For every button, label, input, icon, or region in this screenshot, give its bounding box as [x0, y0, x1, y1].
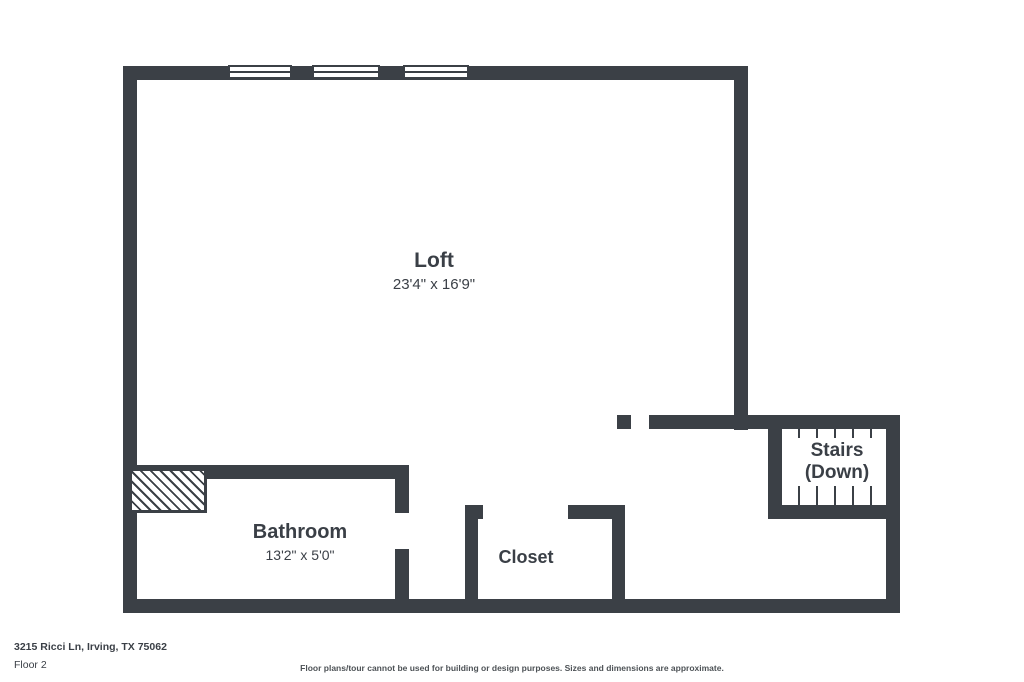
wall-stairs-top — [649, 415, 900, 429]
room-name-closet: Closet — [498, 547, 554, 567]
wall-loft-right — [734, 66, 748, 430]
room-name-bathroom: Bathroom — [252, 521, 348, 543]
window-icon — [312, 65, 380, 79]
address-text: 3215 Ricci Ln, Irving, TX 75062 — [14, 641, 167, 653]
wall-stairs-top-stub — [617, 415, 631, 429]
stairs-label: Stairs (Down) — [795, 438, 879, 486]
window-pane — [314, 71, 378, 73]
window-pane — [230, 71, 290, 73]
wall-bathroom-right-lower — [395, 549, 409, 613]
disclaimer-text: Floor plans/tour cannot be used for buil… — [300, 663, 724, 673]
floor-number-text: Floor 2 — [14, 659, 47, 671]
room-dims-bathroom: 13'2" x 5'0" — [265, 547, 335, 563]
room-name-stairs: Stairs (Down) — [804, 440, 870, 483]
wall-closet-top-right — [568, 505, 625, 519]
wall-closet-top-left — [465, 505, 483, 519]
wall-left — [123, 66, 137, 613]
wall-closet-right — [612, 505, 625, 613]
room-dims-loft: 23'4" x 16'9" — [392, 276, 476, 294]
window-icon — [228, 65, 292, 79]
window-icon — [403, 65, 469, 79]
hatched-area-icon — [129, 468, 207, 513]
bathroom-label: Bathroom 13'2" x 5'0" — [200, 521, 400, 563]
wall-bathroom-right-upper — [395, 465, 409, 513]
room-name-loft: Loft — [414, 249, 454, 272]
wall-bottom — [123, 599, 900, 613]
closet-label: Closet — [451, 547, 601, 568]
wall-stairs-bottom — [768, 505, 900, 519]
loft-label: Loft 23'4" x 16'9" — [334, 249, 534, 293]
wall-closet-left — [465, 505, 478, 613]
wall-stairs-left — [768, 429, 780, 505]
window-pane — [405, 71, 467, 73]
